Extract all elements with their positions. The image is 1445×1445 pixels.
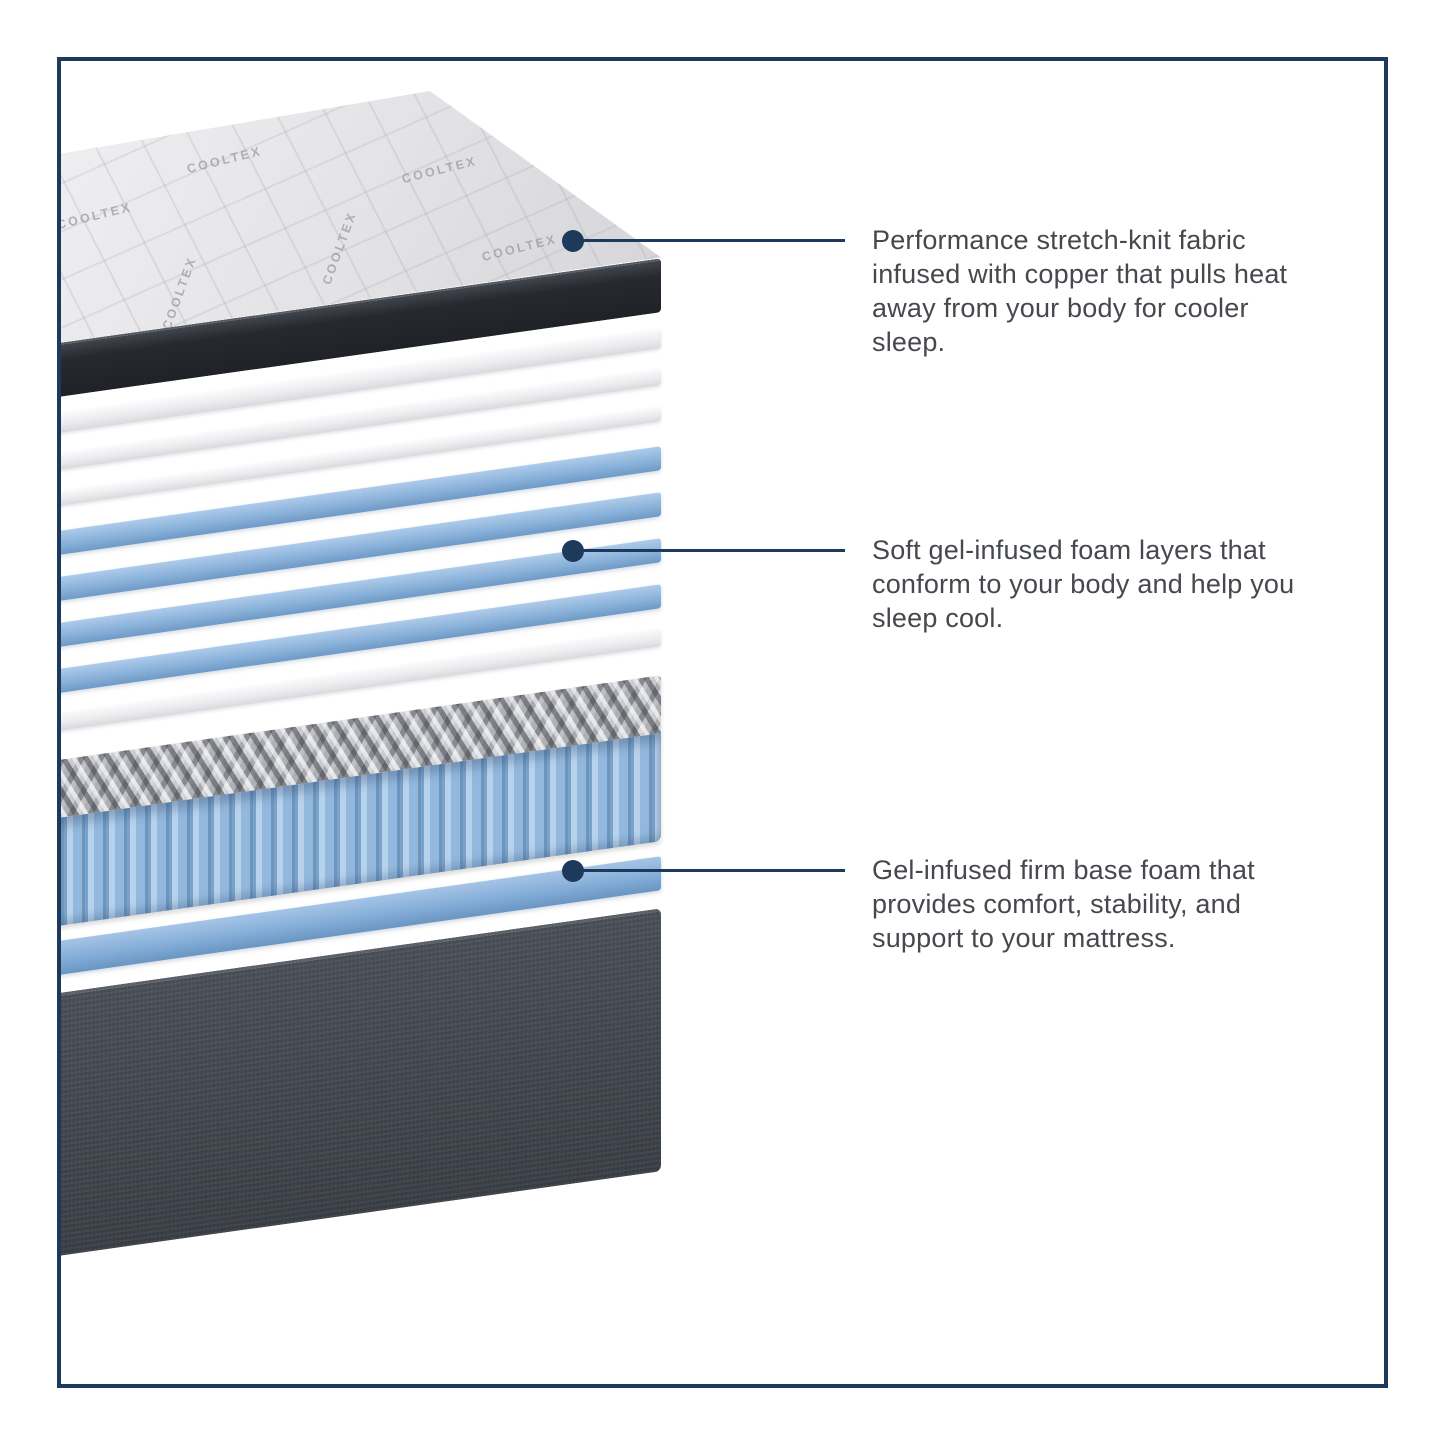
fabric-brand-text: COOLTEX [185, 143, 264, 177]
mattress-cutaway-illustration: COOLTEX COOLTEX COOLTEX COOLTEX COOLTEX … [61, 61, 1384, 1384]
fabric-brand-text: COOLTEX [159, 254, 200, 332]
callout-line [573, 869, 845, 872]
fabric-brand-text: COOLTEX [400, 153, 479, 187]
fabric-brand-text: COOLTEX [61, 199, 134, 233]
fabric-brand-text: COOLTEX [319, 209, 360, 287]
fabric-brand-text: COOLTEX [480, 231, 559, 265]
callout-line [573, 239, 845, 242]
callout-line [573, 549, 845, 552]
callout-text: Performance stretch-knit fabric infused … [872, 225, 1288, 357]
callout-text: Soft gel-infused foam layers that confor… [872, 535, 1295, 633]
callout-text: Gel-infused firm base foam that provides… [872, 855, 1255, 953]
content-area: COOLTEX COOLTEX COOLTEX COOLTEX COOLTEX … [61, 61, 1384, 1384]
